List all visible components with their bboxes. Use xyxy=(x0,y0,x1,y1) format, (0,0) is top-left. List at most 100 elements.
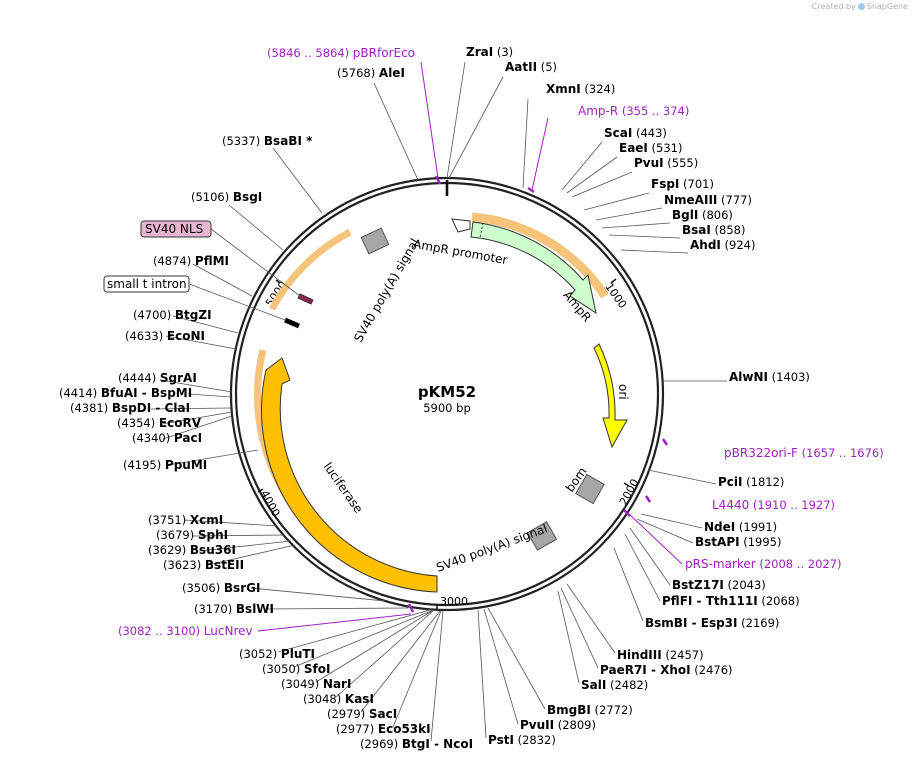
site-bsteii: (3623) BstEII xyxy=(163,544,296,572)
site-bmgbi: BmgBI (2772) xyxy=(487,607,633,717)
site-name: PstI xyxy=(488,733,514,747)
site-label: ScaI (443) xyxy=(604,126,667,140)
site-position: (2457) xyxy=(662,648,704,662)
site-leader-line xyxy=(161,411,233,425)
plasmid-name: pKM52 xyxy=(418,383,476,401)
primer-label: Amp-R (355 .. 374) xyxy=(578,104,689,118)
site-label: (4444) SgrAI xyxy=(118,371,197,385)
site-label: (4381) BspDI - ClaI xyxy=(70,401,190,415)
site-pflmi: (4874) PflMI xyxy=(153,254,253,297)
site-label: EaeI (531) xyxy=(619,141,683,155)
small-t-intron-leader xyxy=(188,283,286,321)
site-leader-line xyxy=(315,610,433,683)
site-leader-line xyxy=(566,583,616,654)
site-name: SgrAI xyxy=(160,371,197,385)
primer-name: pBRforEco xyxy=(353,46,415,60)
watermark-brand: SnapGene xyxy=(866,2,908,11)
site-label: (3048) KasI xyxy=(303,692,374,706)
site-leader-line xyxy=(373,82,419,181)
site-label: BglI (806) xyxy=(672,208,733,222)
site-name: PluTI xyxy=(281,647,315,661)
site-sgrai: (4444) SgrAI xyxy=(118,371,233,393)
site-name: EcoRV xyxy=(159,416,202,430)
site-leader-line xyxy=(430,610,444,742)
site-leader-line xyxy=(636,518,694,544)
site-position: (5106) xyxy=(191,190,233,204)
site-position: (3629) xyxy=(148,543,190,557)
watermark-prefix: Created by xyxy=(811,2,856,11)
site-name: EaeI xyxy=(619,141,648,155)
site-position: (2482) xyxy=(606,678,648,692)
site-label: (5106) BsgI xyxy=(191,190,262,204)
site-name: EcoNI xyxy=(167,329,205,343)
primer-binding-mark xyxy=(644,495,652,503)
watermark: Created by SnapGene xyxy=(812,2,908,11)
site-name: PciI xyxy=(718,475,743,489)
site-name: BsmBI - Esp3I xyxy=(645,616,737,630)
site-position: (1995) xyxy=(740,535,782,549)
site-bsai: BsaI (858) xyxy=(608,223,745,239)
site-name: XcmI xyxy=(190,513,223,527)
site-leader-line xyxy=(165,335,237,350)
site-name: BfuAI - BspMI xyxy=(101,386,192,400)
site-saci: (2979) SacI xyxy=(327,610,441,721)
site-name: BslWI xyxy=(236,602,274,616)
site-leader-line xyxy=(446,61,466,179)
site-label: NmeAIII (777) xyxy=(664,193,752,207)
site-position: (4633) xyxy=(125,329,167,343)
tick-5000-mark xyxy=(275,279,281,284)
site-leader-line xyxy=(183,519,278,527)
site-name: KasI xyxy=(345,692,374,706)
site-leader-line xyxy=(167,449,259,466)
site-name: XmnI xyxy=(546,82,581,96)
site-name: BstEII xyxy=(205,558,244,572)
site-leader-line xyxy=(192,534,286,537)
site-bfuai-bspmi: (4414) BfuAI - BspMI xyxy=(59,386,232,400)
site-label: BsmBI - Esp3I (2169) xyxy=(645,616,779,630)
primer-position: (1657 .. 1676) xyxy=(798,446,884,460)
site-position: (2809) xyxy=(554,718,596,732)
site-name: SphI xyxy=(198,528,228,542)
primer-leader-line xyxy=(257,613,412,632)
site-position: (1991) xyxy=(735,520,777,534)
site-position: (2979) xyxy=(327,707,369,721)
site-position: (3170) xyxy=(194,602,236,616)
site-position: (2832) xyxy=(514,733,556,747)
site-name: PvuII xyxy=(520,718,554,732)
site-label: PflFI - Tth111I (2068) xyxy=(662,594,800,608)
site-name: ScaI xyxy=(604,126,632,140)
site-leader-line xyxy=(487,607,546,710)
primer-leader-line xyxy=(627,512,683,565)
site-position: (4700) xyxy=(133,308,175,322)
site-leader-line xyxy=(198,540,292,552)
site-position: (2977) xyxy=(336,722,378,736)
site-paci: (4340) PacI xyxy=(132,415,233,445)
site-econi: (4633) EcoNI xyxy=(125,329,237,350)
site-name: SacI xyxy=(369,707,397,721)
site-pflfi-tth111i: PflFI - Tth111I (2068) xyxy=(624,533,800,608)
site-position: (324) xyxy=(581,82,616,96)
site-label: BmgBI (2772) xyxy=(547,703,633,717)
site-nari: (3049) NarI xyxy=(281,610,433,691)
site-label: (2977) Eco53kI xyxy=(336,722,431,736)
site-bgli: BglI (806) xyxy=(601,208,733,229)
site-position: (5) xyxy=(537,60,557,74)
primer-amp-r: Amp-R (355 .. 374) xyxy=(527,104,689,194)
site-label: (4414) BfuAI - BspMI xyxy=(59,386,192,400)
primer-position: (2008 .. 2027) xyxy=(756,557,842,571)
site-leader-line xyxy=(483,608,519,725)
site-name: AatII xyxy=(505,60,537,74)
primer-leader-line xyxy=(420,61,439,179)
site-eaei: EaeI (531) xyxy=(566,141,683,194)
site-leader-line xyxy=(620,249,689,254)
site-alei: (5768) AleI xyxy=(337,66,419,181)
site-position: (1812) xyxy=(743,475,785,489)
site-position: (5337) xyxy=(222,134,264,148)
primer-pbr322ori-f: pBR322ori-F (1657 .. 1676) xyxy=(661,438,884,460)
primer-position: (3082 .. 3100) xyxy=(118,624,204,638)
site-leader-line xyxy=(477,609,487,739)
site-position: (3049) xyxy=(281,677,323,691)
site-aatii: AatII (5) xyxy=(448,60,557,179)
site-position: (3) xyxy=(493,45,513,59)
site-position: (2043) xyxy=(724,578,766,592)
